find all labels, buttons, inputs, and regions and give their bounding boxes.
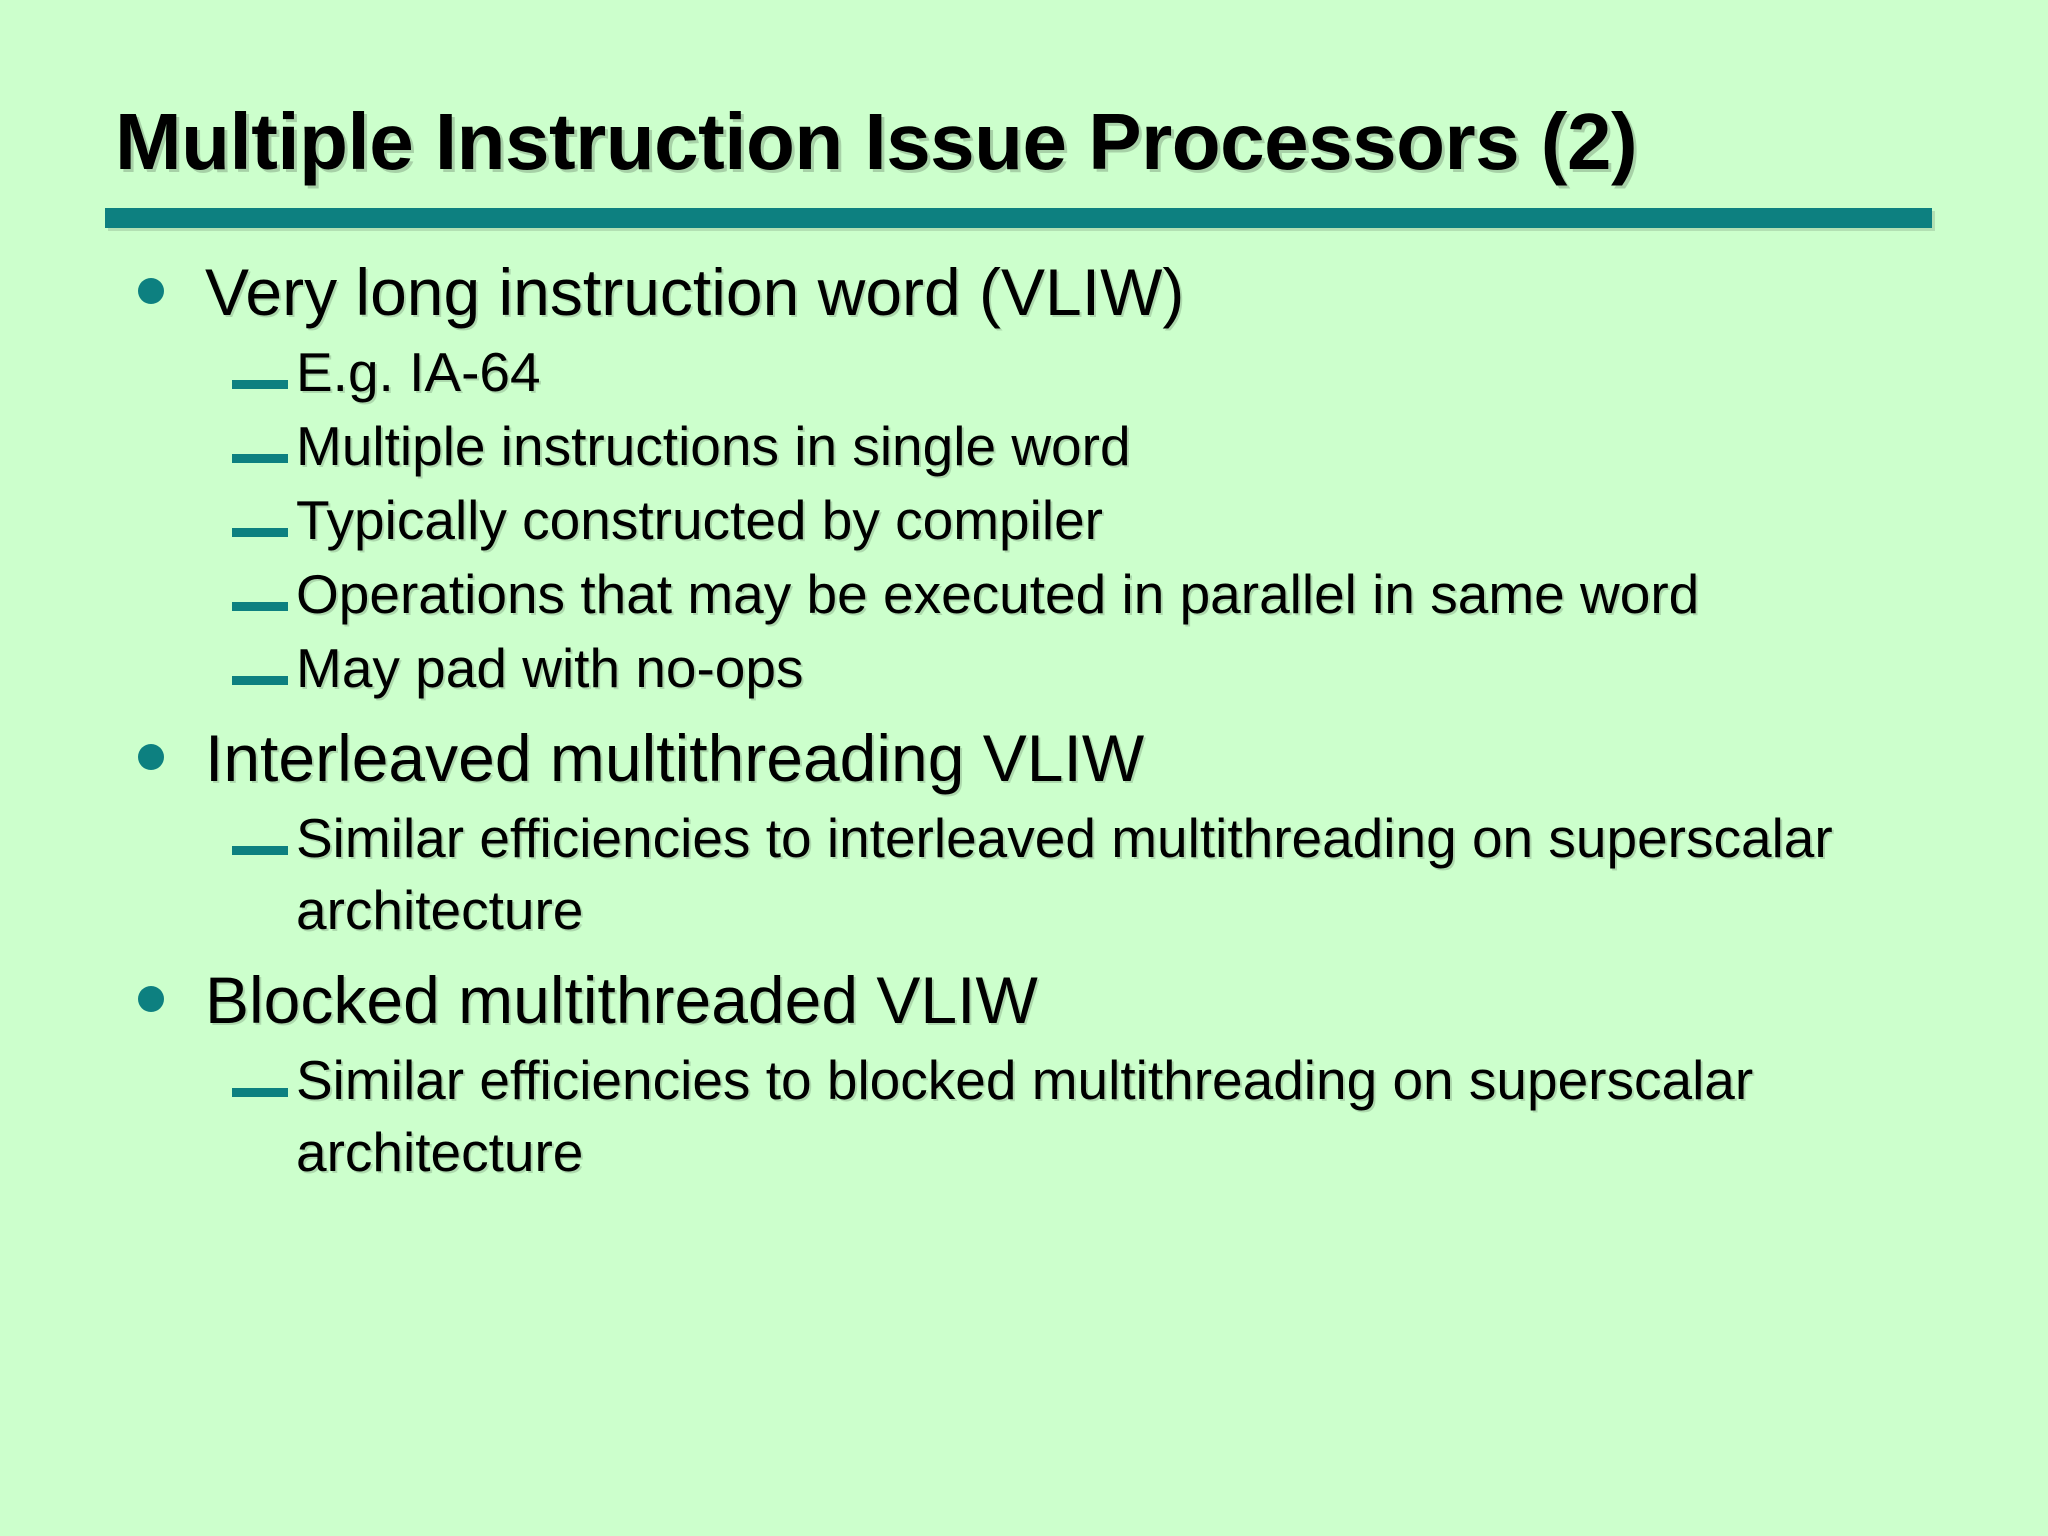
list-item: Similar efficiencies to blocked multithr… [0, 1044, 2048, 1188]
bullet-text: Very long instruction word (VLIW) [205, 255, 1185, 329]
list-item: Multiple instructions in single word [0, 410, 2048, 482]
list-item: May pad with no-ops [0, 632, 2048, 704]
em-dash-bullet-icon [232, 846, 288, 855]
list-item: Operations that may be executed in paral… [0, 558, 2048, 630]
bullet-text: May pad with no-ops [296, 637, 804, 699]
bullet-text: Similar efficiencies to interleaved mult… [296, 807, 1833, 941]
bullet-text: Typically constructed by compiler [296, 489, 1103, 551]
em-dash-bullet-icon [232, 602, 288, 611]
slide-title-block: Multiple Instruction Issue Processors (2… [105, 96, 1935, 228]
filled-circle-bullet-icon [138, 278, 164, 304]
page-title: Multiple Instruction Issue Processors (2… [115, 97, 1638, 186]
bullet-text: Operations that may be executed in paral… [296, 563, 1700, 625]
filled-circle-bullet-icon [138, 986, 164, 1012]
bullet-text: Multiple instructions in single word [296, 415, 1131, 477]
em-dash-bullet-icon [232, 380, 288, 389]
em-dash-bullet-icon [232, 1088, 288, 1097]
bullet-text: Interleaved multithreading VLIW [205, 721, 1145, 795]
filled-circle-bullet-icon [138, 744, 164, 770]
spacer [0, 706, 2048, 716]
list-item: Blocked multithreaded VLIW [0, 958, 2048, 1042]
bullet-text: E.g. IA-64 [296, 341, 541, 403]
title-underline-rule [105, 208, 1932, 228]
bullet-text: Similar efficiencies to blocked multithr… [296, 1049, 1754, 1183]
list-item: Similar efficiencies to interleaved mult… [0, 802, 2048, 946]
spacer [0, 948, 2048, 958]
bullet-text: Blocked multithreaded VLIW [205, 963, 1038, 1037]
list-item: Very long instruction word (VLIW) [0, 250, 2048, 334]
em-dash-bullet-icon [232, 676, 288, 685]
list-item: E.g. IA-64 [0, 336, 2048, 408]
slide-body: Very long instruction word (VLIW) E.g. I… [0, 250, 2048, 1190]
em-dash-bullet-icon [232, 454, 288, 463]
em-dash-bullet-icon [232, 528, 288, 537]
list-item: Interleaved multithreading VLIW [0, 716, 2048, 800]
list-item: Typically constructed by compiler [0, 484, 2048, 556]
